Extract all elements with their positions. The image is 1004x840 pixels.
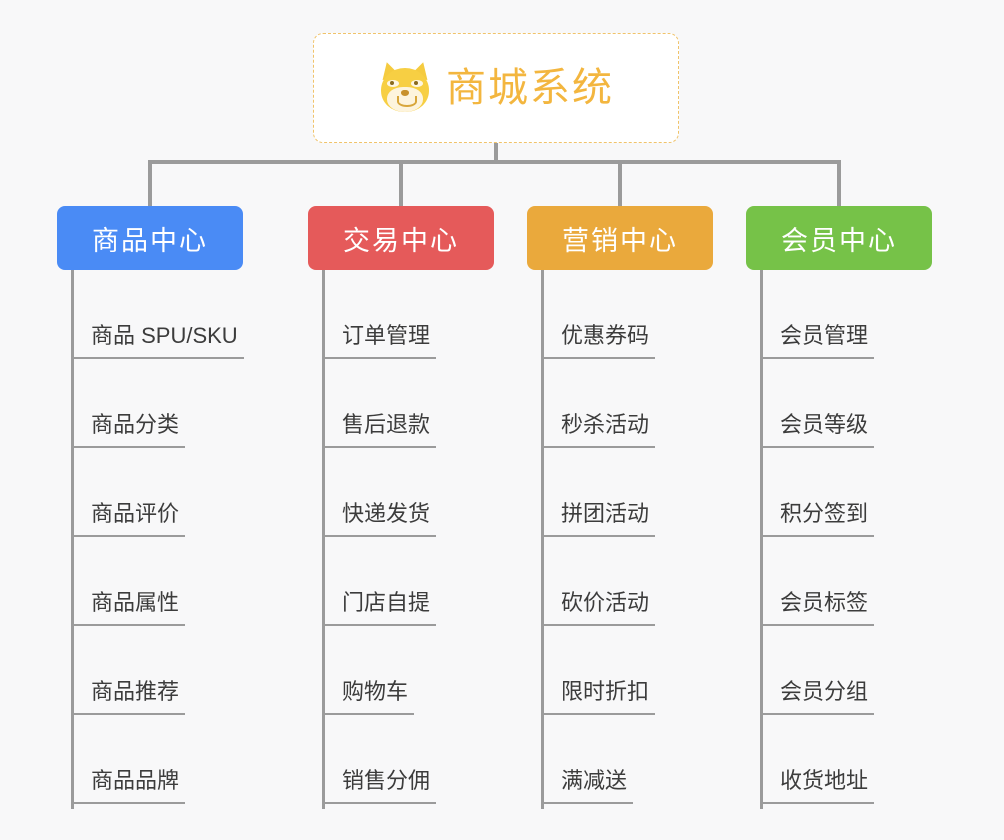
leaf-label: 商品 SPU/SKU — [73, 321, 244, 359]
list-item[interactable]: 秒杀活动 — [543, 359, 713, 448]
dog-nose-shape — [401, 90, 409, 96]
leaf-spine-1 — [322, 270, 325, 809]
category-column-1: 交易中心 订单管理 售后退款 快递发货 门店自提 购物车 销售分佣 — [308, 206, 494, 809]
leaf-label: 订单管理 — [324, 321, 437, 359]
leaf-label: 商品分类 — [73, 410, 186, 448]
leaf-list-2: 优惠券码 秒杀活动 拼团活动 砍价活动 限时折扣 满减送 — [527, 270, 713, 809]
list-item[interactable]: 售后退款 — [324, 359, 494, 448]
list-item[interactable]: 商品品牌 — [73, 715, 243, 804]
list-item[interactable]: 收货地址 — [762, 715, 932, 804]
list-item[interactable]: 商品分类 — [73, 359, 243, 448]
connector-drop-2 — [618, 160, 622, 206]
list-item[interactable]: 会员分组 — [762, 626, 932, 715]
connector-drop-1 — [399, 160, 403, 206]
list-item[interactable]: 满减送 — [543, 715, 713, 804]
category-header-1[interactable]: 交易中心 — [308, 206, 494, 270]
list-item[interactable]: 拼团活动 — [543, 448, 713, 537]
root-node[interactable]: 商城系统 — [313, 33, 679, 143]
category-header-2[interactable]: 营销中心 — [527, 206, 713, 270]
connector-drop-3 — [837, 160, 841, 206]
leaf-label: 商品品牌 — [73, 766, 186, 804]
leaf-label: 秒杀活动 — [543, 410, 656, 448]
leaf-list-1: 订单管理 售后退款 快递发货 门店自提 购物车 销售分佣 — [308, 270, 494, 809]
leaf-label: 积分签到 — [762, 499, 875, 537]
dog-mouth-shape — [397, 96, 417, 107]
dog-eye-right-shape — [411, 80, 423, 87]
list-item[interactable]: 限时折扣 — [543, 626, 713, 715]
list-item[interactable]: 优惠券码 — [543, 270, 713, 359]
list-item[interactable]: 积分签到 — [762, 448, 932, 537]
list-item[interactable]: 商品推荐 — [73, 626, 243, 715]
leaf-label: 商品评价 — [73, 499, 186, 537]
list-item[interactable]: 订单管理 — [324, 270, 494, 359]
leaf-label: 砍价活动 — [543, 588, 656, 626]
list-item[interactable]: 门店自提 — [324, 537, 494, 626]
leaf-label: 快递发货 — [324, 499, 437, 537]
category-column-0: 商品中心 商品 SPU/SKU 商品分类 商品评价 商品属性 商品推荐 商品品牌 — [57, 206, 244, 809]
list-item[interactable]: 销售分佣 — [324, 715, 494, 804]
leaf-label: 会员等级 — [762, 410, 875, 448]
list-item[interactable]: 砍价活动 — [543, 537, 713, 626]
leaf-list-0: 商品 SPU/SKU 商品分类 商品评价 商品属性 商品推荐 商品品牌 — [57, 270, 244, 809]
leaf-label: 拼团活动 — [543, 499, 656, 537]
list-item[interactable]: 购物车 — [324, 626, 494, 715]
leaf-label: 会员管理 — [762, 321, 875, 359]
leaf-label: 销售分佣 — [324, 766, 437, 804]
leaf-label: 购物车 — [324, 677, 415, 715]
leaf-list-3: 会员管理 会员等级 积分签到 会员标签 会员分组 收货地址 — [746, 270, 932, 809]
leaf-label: 限时折扣 — [543, 677, 656, 715]
leaf-label: 门店自提 — [324, 588, 437, 626]
shiba-dog-face-icon — [378, 59, 432, 115]
list-item[interactable]: 商品评价 — [73, 448, 243, 537]
root-title: 商城系统 — [446, 66, 614, 110]
connector-root-stem — [494, 143, 498, 163]
list-item[interactable]: 商品 SPU/SKU — [73, 270, 244, 359]
leaf-label: 商品属性 — [73, 588, 186, 626]
leaf-spine-3 — [760, 270, 763, 809]
dog-eye-left-shape — [387, 80, 399, 87]
category-column-2: 营销中心 优惠券码 秒杀活动 拼团活动 砍价活动 限时折扣 满减送 — [527, 206, 713, 809]
leaf-label: 商品推荐 — [73, 677, 186, 715]
connector-horizontal-bus — [149, 160, 840, 164]
leaf-label: 收货地址 — [762, 766, 875, 804]
category-header-3[interactable]: 会员中心 — [746, 206, 932, 270]
list-item[interactable]: 商品属性 — [73, 537, 243, 626]
category-column-3: 会员中心 会员管理 会员等级 积分签到 会员标签 会员分组 收货地址 — [746, 206, 932, 809]
list-item[interactable]: 会员等级 — [762, 359, 932, 448]
leaf-label: 优惠券码 — [543, 321, 656, 359]
leaf-label: 会员分组 — [762, 677, 875, 715]
list-item[interactable]: 会员标签 — [762, 537, 932, 626]
category-header-0[interactable]: 商品中心 — [57, 206, 243, 270]
list-item[interactable]: 快递发货 — [324, 448, 494, 537]
leaf-label: 满减送 — [543, 766, 634, 804]
leaf-label: 会员标签 — [762, 588, 875, 626]
leaf-label: 售后退款 — [324, 410, 437, 448]
connector-drop-0 — [148, 160, 152, 206]
list-item[interactable]: 会员管理 — [762, 270, 932, 359]
leaf-spine-2 — [541, 270, 544, 809]
leaf-spine-0 — [71, 270, 74, 809]
